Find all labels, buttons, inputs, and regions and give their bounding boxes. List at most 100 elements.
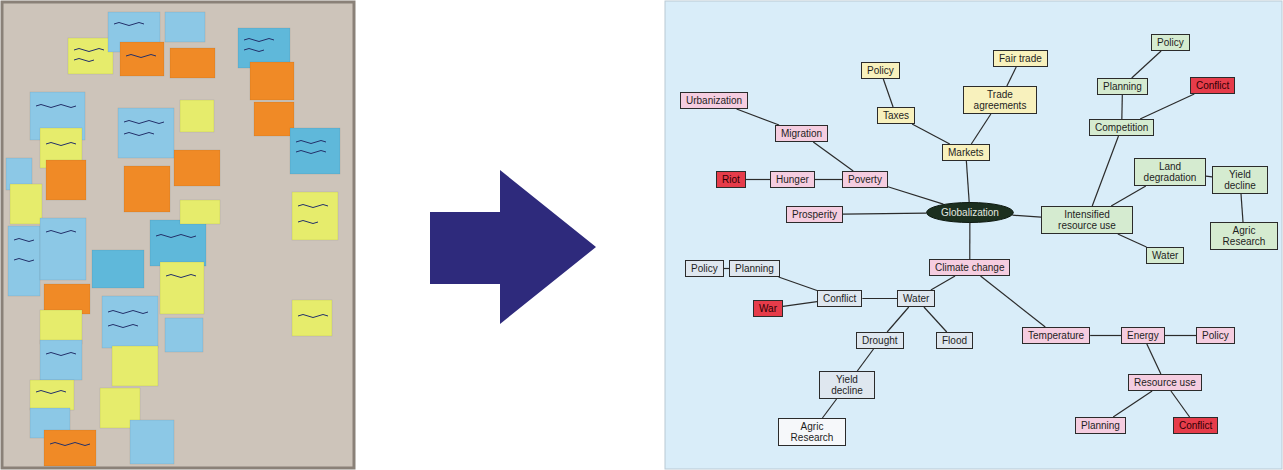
topic-box: Urbanization: [680, 92, 748, 109]
connector-line: [1118, 234, 1147, 247]
topic-label: Riot: [722, 174, 740, 185]
connector-line: [1165, 335, 1196, 336]
topic-box: Markets: [942, 144, 990, 161]
connector-line: [887, 307, 909, 332]
topic-label: Policy: [1202, 330, 1229, 341]
connector-line: [1171, 391, 1190, 417]
connector-line: [737, 109, 779, 125]
topic-box: Water: [1146, 247, 1184, 264]
handwriting-scribbles: [14, 23, 328, 446]
connector-line: [862, 298, 897, 299]
topic-box: Policy: [685, 260, 724, 277]
topic-box: Planning: [729, 260, 780, 277]
topic-label: War: [759, 303, 777, 314]
topic-box: Migration: [775, 125, 828, 142]
topic-label: Planning: [1103, 81, 1142, 92]
topic-label: Prosperity: [792, 209, 837, 220]
connector-line: [1090, 335, 1121, 336]
topic-label: Temperature: [1028, 330, 1084, 341]
topic-box: Conflict: [1190, 77, 1235, 94]
topic-box: Policy: [861, 62, 900, 79]
topic-label: Poverty: [848, 174, 882, 185]
topic-box: Climate change: [929, 259, 1010, 276]
topic-label: Conflict: [1196, 80, 1229, 91]
topic-label: Competition: [1095, 122, 1148, 133]
topic-box: Water: [897, 290, 935, 307]
connector-line: [969, 223, 970, 259]
topic-label: Land degradation: [1140, 161, 1200, 183]
topic-label: Urbanization: [686, 95, 742, 106]
topic-box: Planning: [1075, 417, 1126, 434]
topic-box: Drought: [856, 332, 904, 349]
topic-box: War: [753, 300, 783, 317]
connector-line: [1092, 136, 1118, 206]
connector-line: [924, 307, 947, 332]
topic-box: Taxes: [877, 107, 915, 124]
topic-label: Taxes: [883, 110, 909, 121]
topic-box: Prosperity: [786, 206, 843, 223]
topic-label: Globalization: [941, 207, 999, 218]
topic-box: Yield decline: [1212, 166, 1268, 194]
topic-label: Climate change: [935, 262, 1004, 273]
connector-line: [1007, 67, 1016, 86]
central-ellipse: Globalization: [926, 202, 1014, 223]
topic-box: Land degradation: [1134, 158, 1206, 186]
topic-label: Trade agreements: [969, 89, 1031, 111]
topic-label: Policy: [867, 65, 894, 76]
topic-box: Energy: [1121, 327, 1165, 344]
connector-line: [815, 179, 842, 180]
topic-label: Resource use: [1134, 377, 1196, 388]
topic-box: Policy: [1151, 34, 1190, 51]
connector-line: [857, 349, 873, 371]
connector-line: [981, 276, 1046, 327]
connector-line: [813, 142, 853, 171]
topic-label: Drought: [862, 335, 898, 346]
connector-line: [912, 124, 950, 144]
topic-label: Hunger: [776, 174, 809, 185]
topic-box: Competition: [1089, 119, 1154, 136]
connector-line: [888, 187, 943, 204]
topic-box: Riot: [716, 171, 746, 188]
topic-box: Yield decline: [819, 371, 875, 399]
connector-line: [843, 213, 926, 214]
map-background: [665, 1, 1282, 469]
topic-box: Poverty: [842, 171, 888, 188]
topic-label: Policy: [691, 263, 718, 274]
topic-label: Planning: [1081, 420, 1120, 431]
topic-box: Trade agreements: [963, 86, 1037, 114]
connector-line: [931, 276, 955, 290]
topic-box: Intensified resource use: [1041, 206, 1133, 234]
sticky-notes: [6, 12, 340, 466]
connector-line: [783, 302, 817, 307]
topic-label: Migration: [781, 128, 822, 139]
connector-line: [1111, 186, 1146, 206]
connector-line: [971, 114, 991, 144]
topic-label: Water: [903, 293, 929, 304]
topic-box: Flood: [936, 332, 973, 349]
connector-line: [822, 399, 836, 418]
topic-label: Policy: [1157, 37, 1184, 48]
topic-label: Flood: [942, 335, 967, 346]
topic-label: Agric Research: [784, 421, 840, 443]
topic-box: Policy: [1196, 327, 1235, 344]
connector-line: [883, 79, 893, 107]
topic-box: Planning: [1097, 78, 1148, 95]
topic-label: Fair trade: [999, 53, 1042, 64]
topic-box: Resource use: [1128, 374, 1202, 391]
topic-box: Conflict: [1173, 417, 1218, 434]
topic-label: Intensified resource use: [1047, 209, 1127, 231]
board: [2, 2, 354, 468]
connector-line: [1241, 194, 1243, 222]
connector-line: [966, 161, 969, 202]
connector-line: [1012, 215, 1041, 217]
topic-box: Fair trade: [993, 50, 1048, 67]
connector-line: [1132, 51, 1161, 78]
topic-box: Temperature: [1022, 327, 1090, 344]
topic-label: Planning: [735, 263, 774, 274]
topic-box: Hunger: [770, 171, 815, 188]
topic-label: Agric Research: [1216, 225, 1272, 247]
topic-label: Yield decline: [1218, 169, 1262, 191]
topic-box: Conflict: [817, 290, 862, 307]
